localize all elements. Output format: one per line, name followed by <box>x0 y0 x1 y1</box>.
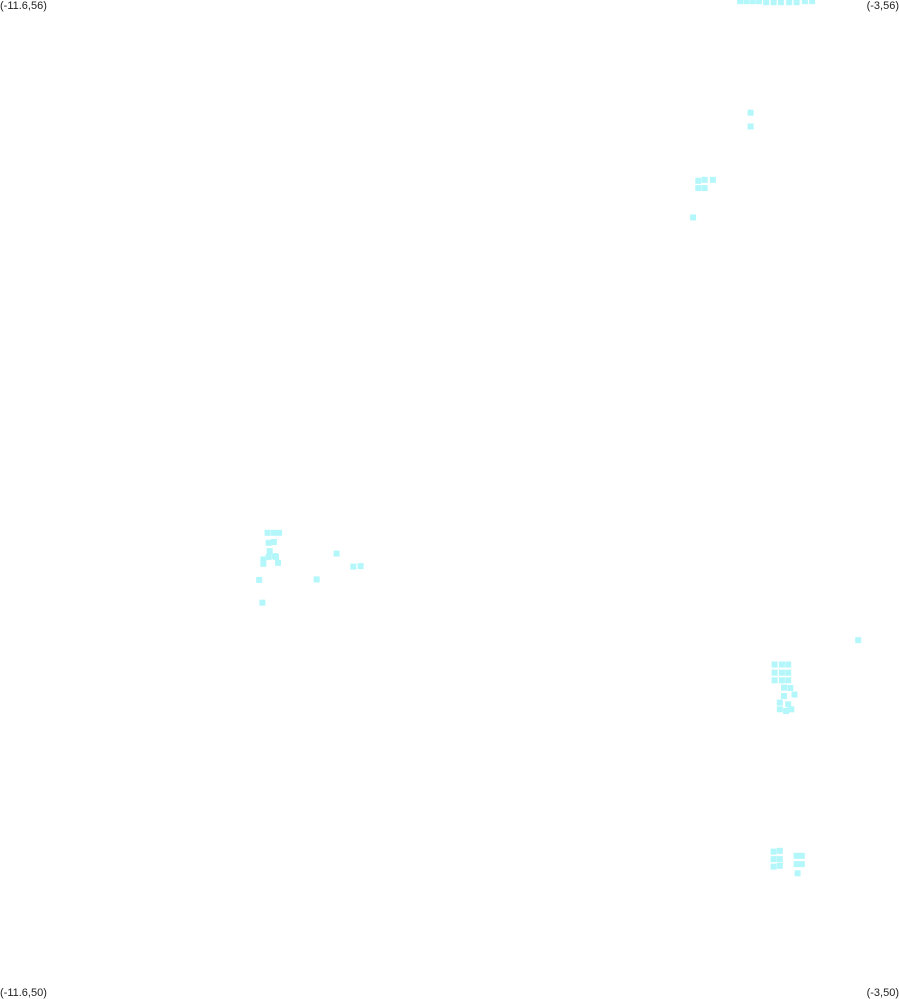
map-cell <box>265 539 272 546</box>
corner-label-top-right: (-3,56) <box>866 0 899 12</box>
map-cell <box>801 0 808 5</box>
map-cell <box>695 185 702 192</box>
map-cell <box>350 563 357 570</box>
map-cell <box>701 185 708 192</box>
map-cell <box>798 852 805 859</box>
map-cell <box>266 548 273 555</box>
map-cell <box>771 669 778 676</box>
map-cell <box>776 699 783 706</box>
map-cell <box>776 862 783 869</box>
map-cell <box>776 856 783 863</box>
map-cell <box>788 706 795 713</box>
map-cell <box>276 529 283 536</box>
corner-label-bottom-left: (-11.6,50) <box>0 987 47 999</box>
map-cell <box>265 553 272 560</box>
map-cell <box>778 677 785 684</box>
map-cell <box>798 861 805 868</box>
map-cell <box>273 553 279 560</box>
map-cell <box>785 701 792 708</box>
map-cell <box>794 870 801 877</box>
map-cell <box>313 576 320 583</box>
map-cell <box>781 693 787 699</box>
map-cell <box>771 677 778 684</box>
map-cell <box>791 691 798 698</box>
map-cell <box>778 669 785 676</box>
map-cell <box>270 539 277 545</box>
corner-label-top-left: (-11.6,56) <box>0 0 47 12</box>
map-cell <box>357 563 364 570</box>
map-cell <box>770 848 777 855</box>
map-cell <box>770 863 777 870</box>
map-cell <box>770 856 777 863</box>
map-cell <box>776 847 783 854</box>
map-cell <box>787 685 794 691</box>
map-cell <box>737 0 744 5</box>
map-cell <box>690 214 697 221</box>
map-cell <box>763 0 770 6</box>
map-cell <box>785 661 792 668</box>
map-cell <box>785 669 792 676</box>
map-cell <box>259 599 266 606</box>
map-cell <box>695 177 702 184</box>
map-cell <box>793 861 800 868</box>
map-cell <box>783 708 790 714</box>
map-cell <box>793 0 800 6</box>
map-cell <box>809 0 816 5</box>
map-cell <box>855 637 862 644</box>
map-cell <box>778 661 785 668</box>
map-cell <box>333 550 340 557</box>
map-cell <box>747 109 754 116</box>
map-cell <box>743 0 750 5</box>
map-cell <box>771 661 778 668</box>
map-cell <box>260 560 267 567</box>
map-cell <box>260 556 267 563</box>
corner-label-bottom-right: (-3,50) <box>866 987 899 999</box>
map-cell <box>747 123 754 130</box>
map-cell <box>755 0 762 5</box>
map-cell <box>770 0 777 6</box>
map-cell <box>709 176 716 183</box>
map-cell <box>264 529 271 536</box>
map-cell <box>749 0 756 5</box>
map-cell <box>275 559 282 566</box>
map-cell <box>270 529 277 536</box>
map-cell <box>776 706 783 713</box>
map-cell <box>786 0 793 6</box>
map-cell <box>256 576 263 583</box>
map-cell <box>777 0 784 6</box>
map-cell <box>785 677 792 684</box>
map-cell <box>793 852 800 859</box>
map-cell <box>781 684 787 691</box>
map-cell <box>701 176 708 183</box>
